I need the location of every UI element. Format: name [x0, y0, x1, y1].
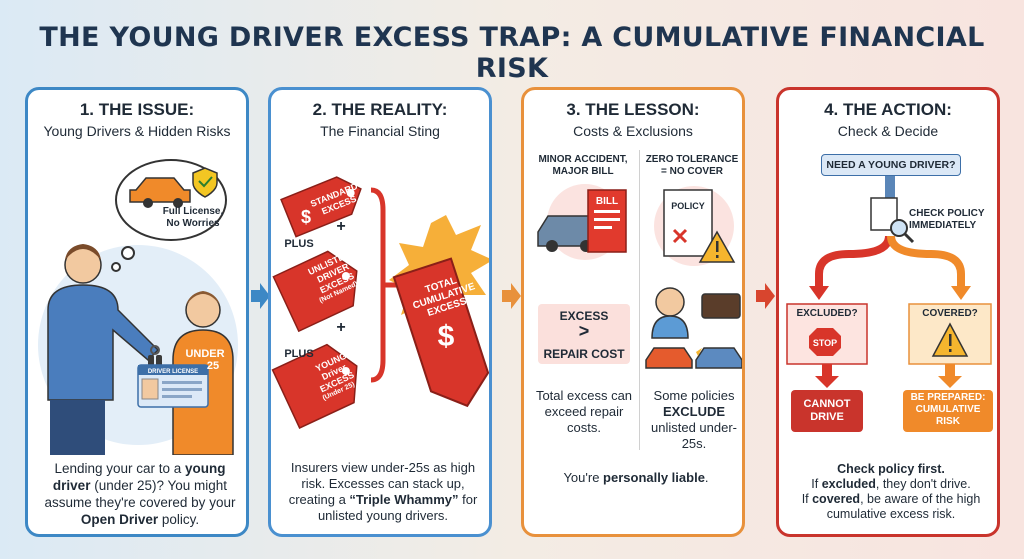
- under-label: UNDER: [185, 348, 225, 360]
- left-title-2: MAJOR BILL: [552, 166, 614, 177]
- panel-body: Check policy first. If excluded, they do…: [801, 462, 981, 521]
- arrow-right-icon: [502, 283, 521, 309]
- stop-sign-icon: STOP: [812, 338, 838, 348]
- bubble-text-1: Full License,: [162, 206, 224, 217]
- excluded-question: EXCLUDED?: [796, 308, 858, 319]
- panel-lesson: 3. THE LESSON: Costs & Exclusions MINOR …: [521, 87, 745, 537]
- panel-heading: 2. THE REALITY:: [312, 100, 448, 119]
- repair-label: REPAIR COST: [543, 347, 625, 361]
- policy-label: POLICY: [671, 201, 705, 211]
- panel-subheading: The Financial Sting: [320, 123, 440, 139]
- excess-tags-illustration: [271, 176, 489, 429]
- right-body: Some policies EXCLUDE unlisted under-25s…: [651, 388, 737, 451]
- check-policy-l2: IMMEDIATELY: [909, 220, 977, 231]
- panel-body: Lending your car to a young driver (unde…: [44, 461, 236, 527]
- page-title: THE YOUNG DRIVER EXCESS TRAP: A CUMULATI…: [39, 22, 985, 84]
- greater-than-icon: >: [578, 321, 590, 341]
- left-title-1: MINOR ACCIDENT,: [538, 154, 628, 165]
- bubble-text-2: No Worries: [166, 218, 220, 229]
- panel-body: Insurers view under-25s as high risk. Ex…: [288, 460, 478, 523]
- right-title-1: ZERO TOLERANCE: [645, 154, 739, 165]
- panel-issue: 1. THE ISSUE: Young Drivers & Hidden Ris…: [25, 87, 249, 537]
- under-age: 25: [206, 360, 220, 372]
- panel-heading: 4. THE ACTION:: [824, 100, 952, 119]
- panel-reality: 2. THE REALITY: The Financial Sting STAN…: [268, 87, 492, 537]
- car-bill-icon: [537, 184, 627, 260]
- license-label: DRIVER LICENSE: [147, 369, 199, 375]
- right-title-2: = NO COVER: [661, 166, 723, 177]
- cannot-drive-box: CANNOT DRIVE: [791, 390, 863, 432]
- policy-warning-icon: [654, 186, 736, 266]
- panel-heading: 3. THE LESSON:: [566, 100, 700, 119]
- plus-label: PLUS: [284, 348, 314, 360]
- panel-subheading: Check & Decide: [837, 123, 939, 139]
- arrow-right-icon: [251, 283, 270, 309]
- dollar-icon: $: [437, 320, 455, 353]
- excess-vs-repair-box: [538, 304, 630, 364]
- left-body: Total excess can exceed repair costs.: [535, 388, 633, 435]
- be-prepared-box: BE PREPARED: CUMULATIVE RISK: [903, 390, 993, 432]
- check-policy-l1: CHECK POLICY: [909, 208, 985, 219]
- decision-flow: [786, 176, 992, 388]
- excess-label: EXCESS: [559, 309, 609, 323]
- dollar-icon: $: [300, 207, 311, 227]
- plus-label: PLUS: [284, 238, 314, 250]
- bill-label: BILL: [595, 196, 619, 207]
- issue-illustration: [38, 159, 238, 455]
- panel-subheading: Young Drivers & Hidden Risks: [43, 123, 231, 139]
- panel-subheading: Costs & Exclusions: [573, 123, 693, 139]
- divider: [639, 150, 640, 450]
- plus-sign: +: [336, 319, 346, 336]
- panel-heading: 1. THE ISSUE:: [79, 100, 195, 119]
- plus-sign: +: [336, 218, 346, 235]
- arrow-right-icon: [756, 283, 775, 309]
- need-young-driver-box: NEED A YOUNG DRIVER?: [821, 154, 961, 176]
- panel-footer: You're personally liable.: [563, 470, 709, 485]
- crash-icon: [645, 287, 742, 369]
- covered-question: COVERED?: [922, 308, 978, 319]
- panel-action: 4. THE ACTION: Check & Decide NEED A YOU…: [776, 87, 1000, 537]
